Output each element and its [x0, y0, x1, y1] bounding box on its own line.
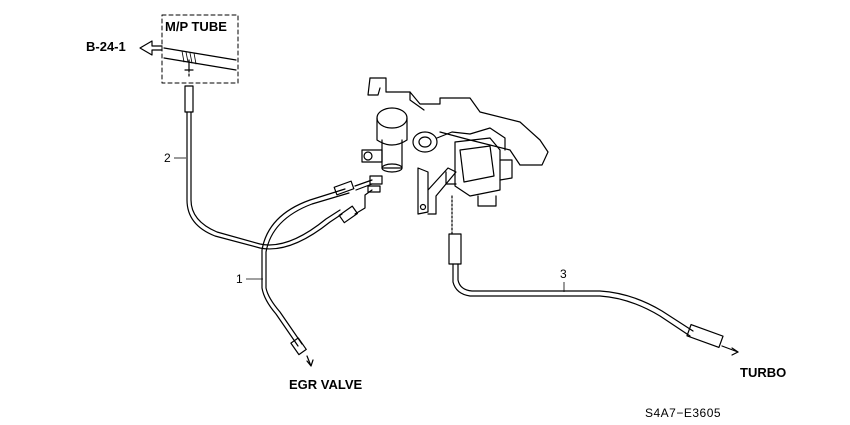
part-3-callout: 3 [560, 267, 567, 281]
solenoid-valve-assembly [361, 77, 549, 235]
hose-3 [448, 233, 739, 356]
hose-2 [184, 85, 359, 250]
solenoid-connector-pipes [354, 175, 383, 215]
mp-tube-icon [163, 47, 237, 77]
mp-tube-label: M/P TUBE [165, 19, 227, 34]
part-1-callout: 1 [236, 272, 243, 286]
reference-link-label[interactable]: B-24-1 [86, 39, 126, 54]
turbo-label: TURBO [740, 365, 787, 380]
hose-1 [261, 180, 355, 356]
egr-valve-label: EGR VALVE [289, 377, 363, 392]
mp-tube-inset-box [161, 14, 239, 84]
diagram-code: S4A7−E3605 [645, 406, 722, 420]
part-2-callout: 2 [164, 151, 171, 165]
reference-arrow-icon [139, 40, 163, 56]
egr-arrow-icon [306, 355, 314, 367]
